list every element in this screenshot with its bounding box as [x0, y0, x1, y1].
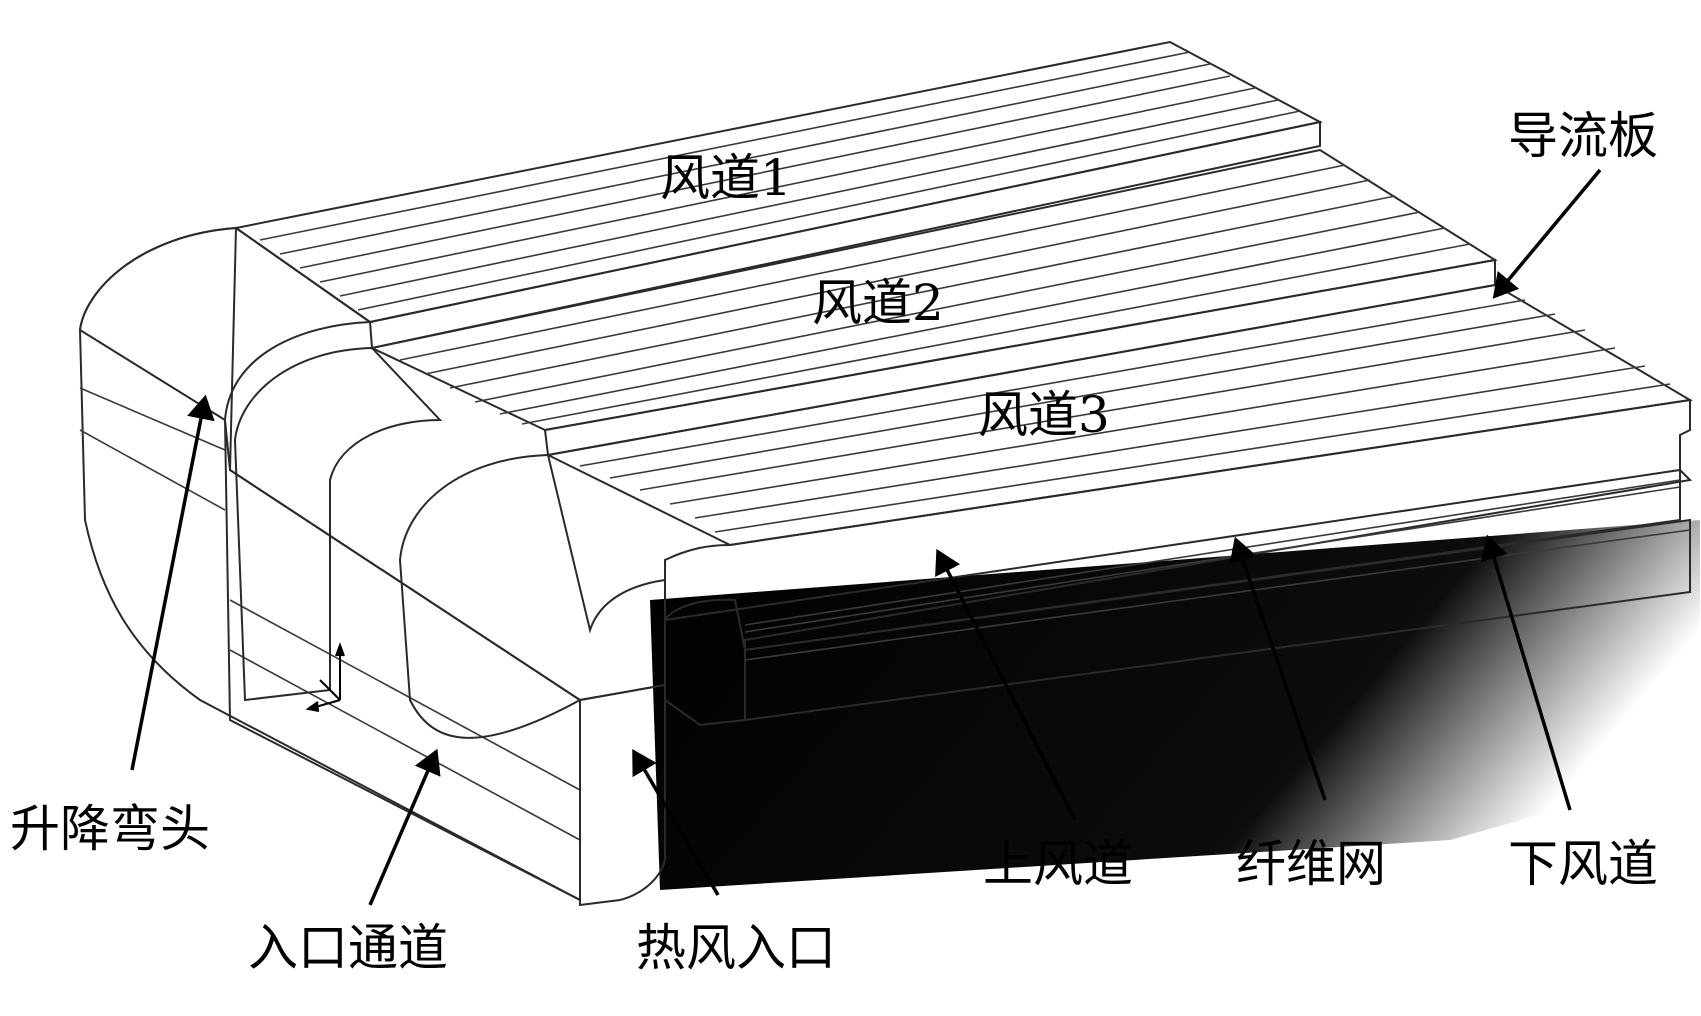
inlet-elbow-top — [78, 226, 373, 422]
arrow-hot-air-inlet — [632, 748, 720, 896]
arrow-inlet-channel — [368, 748, 441, 906]
arrow-upper-duct — [935, 548, 1077, 821]
hot-air-inlet-face — [579, 683, 666, 907]
label-duct-1: 风道1 — [660, 149, 792, 207]
label-lower-duct: 下风道 — [1508, 835, 1658, 893]
label-riser-elbow: 升降弯头 — [10, 800, 210, 858]
label-duct-2: 风道2 — [812, 274, 944, 332]
duct-3-bend — [398, 453, 666, 739]
duct-2-guide-lines — [399, 164, 1471, 425]
lower-duct-front — [744, 518, 1691, 722]
arrow-baffle — [1492, 168, 1602, 299]
arrow-fiber-web — [1229, 536, 1327, 801]
label-fiber-web: 纤维网 — [1236, 835, 1386, 893]
label-inlet-channel: 入口通道 — [248, 919, 448, 977]
label-baffle: 导流板 — [1508, 107, 1658, 165]
coordinate-axes-icon — [305, 642, 345, 712]
label-upper-duct: 上风道 — [983, 835, 1133, 893]
duct-1-side — [368, 120, 1321, 350]
duct-2-bend — [233, 346, 443, 702]
arrow-lower-duct — [1480, 534, 1572, 811]
duct-3-guide-lines — [579, 299, 1671, 533]
label-duct-3: 风道3 — [978, 386, 1110, 444]
label-hot-air-inlet: 热风入口 — [636, 919, 836, 977]
arrow-riser-elbow — [130, 394, 215, 771]
duct-3-top — [544, 283, 1693, 547]
duct-1-guide-lines — [259, 51, 1301, 311]
